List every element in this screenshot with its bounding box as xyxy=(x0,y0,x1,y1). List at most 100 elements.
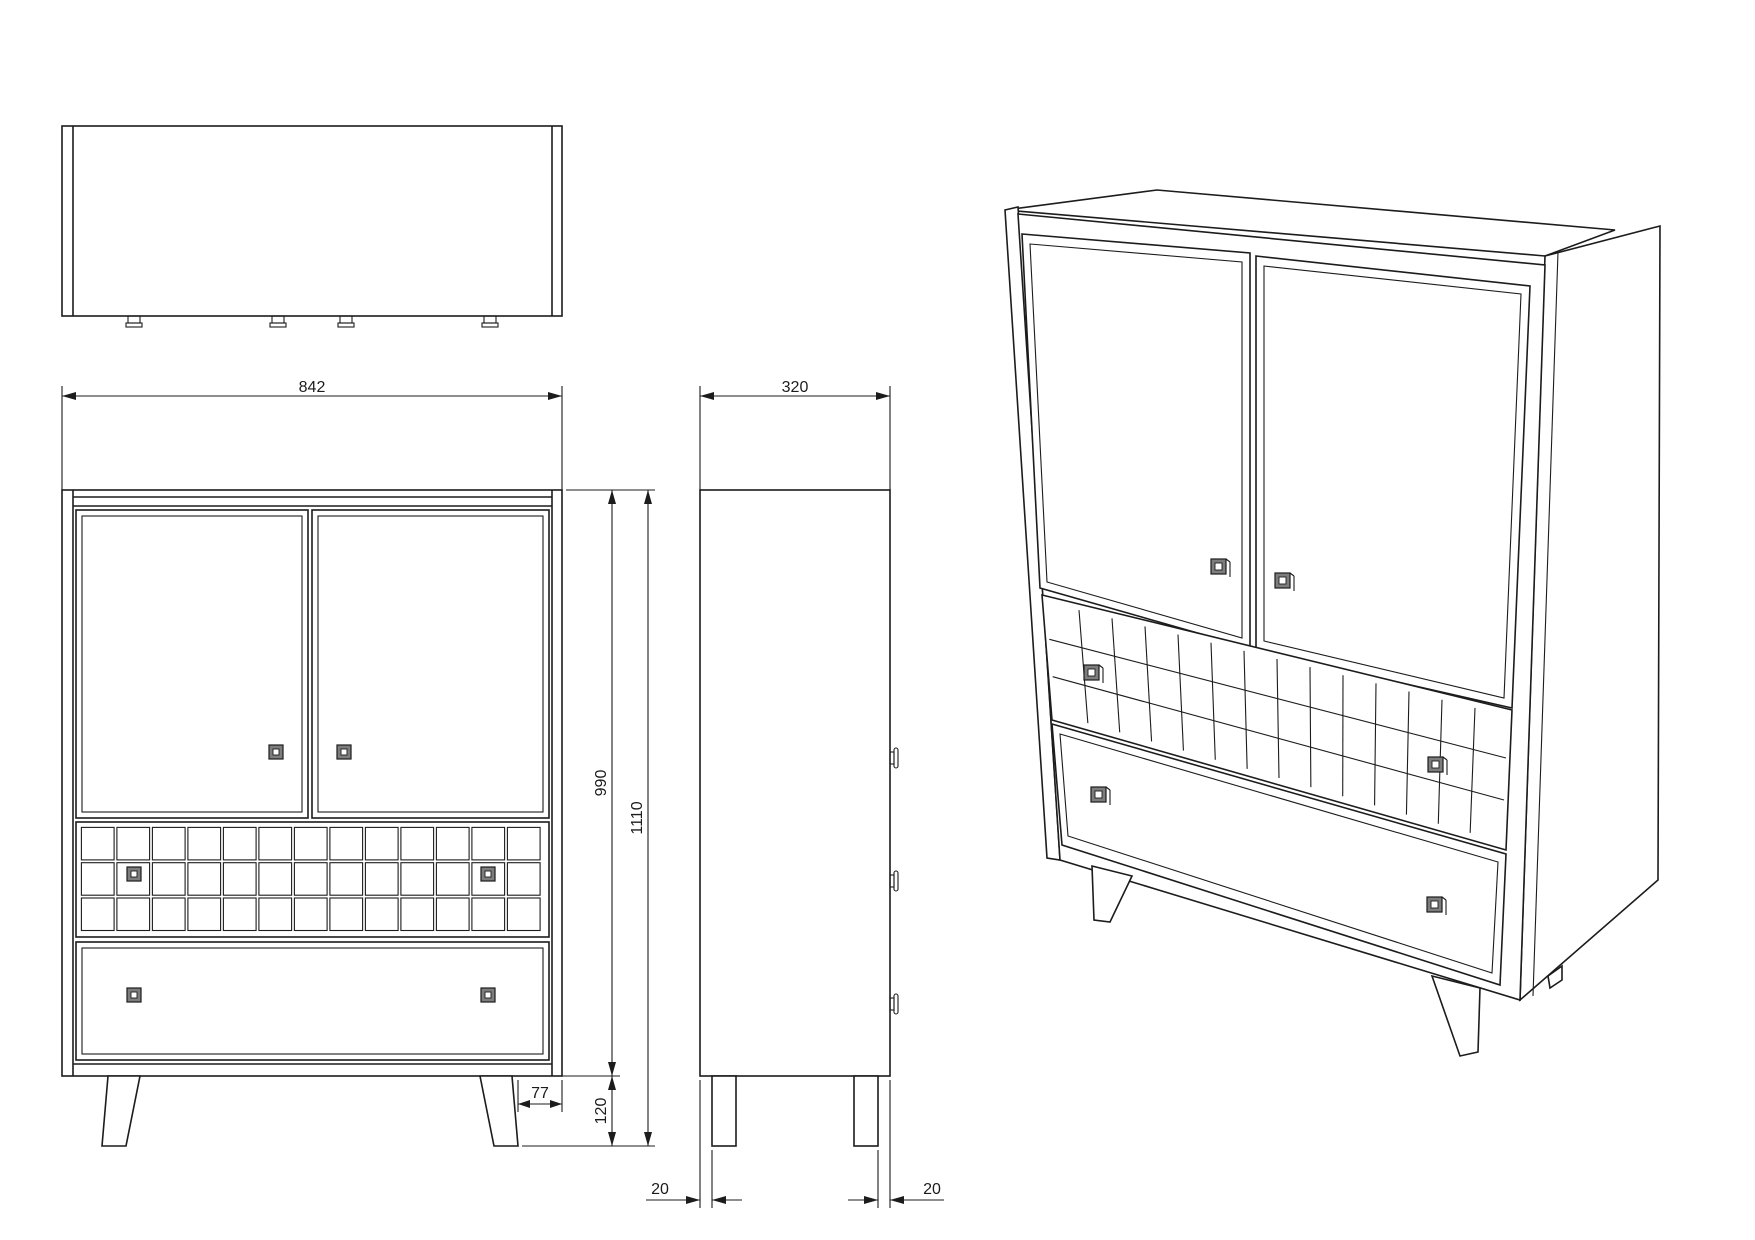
tile xyxy=(187,862,222,896)
knob-icon xyxy=(1083,664,1104,683)
tile xyxy=(329,862,364,896)
side-leg-right xyxy=(853,1075,879,1147)
dim-overall-height: 1110 xyxy=(629,801,646,834)
tile-divider xyxy=(1210,642,1216,760)
tile xyxy=(187,826,222,861)
persp-tile-panel xyxy=(1041,593,1513,852)
front-leg-right xyxy=(479,1075,519,1147)
tile-divider xyxy=(1049,638,1507,759)
dim-leg-offset-right: 20 xyxy=(923,1181,941,1198)
tile-divider xyxy=(1469,707,1476,833)
tile xyxy=(258,897,293,932)
side-panel xyxy=(699,489,891,1077)
tile xyxy=(435,897,470,932)
tile xyxy=(293,826,328,861)
tile xyxy=(80,826,115,861)
tile xyxy=(116,862,151,896)
persp-leg-front-left xyxy=(1091,864,1134,923)
dim-leg-inset: 77 xyxy=(531,1085,549,1102)
tile xyxy=(222,862,257,896)
tile xyxy=(329,897,364,932)
tile xyxy=(222,897,257,932)
tile-divider xyxy=(1177,634,1184,751)
tile-divider xyxy=(1405,691,1410,815)
dim-overall-width: 842 xyxy=(299,379,326,396)
tile xyxy=(506,826,541,861)
tile xyxy=(222,826,257,861)
dim-leg-height: 120 xyxy=(593,1098,610,1125)
tile xyxy=(400,826,435,861)
tile xyxy=(329,826,364,861)
left-door xyxy=(75,509,309,819)
tile xyxy=(471,862,506,896)
knob-icon xyxy=(126,866,142,882)
persp-top xyxy=(1004,189,1616,257)
tile xyxy=(151,826,186,861)
knob-icon xyxy=(1090,786,1111,805)
perspective-view xyxy=(1004,189,1661,1057)
dim-body-height: 990 xyxy=(593,770,610,797)
knob-icon xyxy=(1427,756,1448,775)
knob-icon xyxy=(336,744,352,760)
tile-divider xyxy=(1144,626,1153,742)
tile xyxy=(506,862,541,896)
tile xyxy=(116,897,151,932)
top-view-outline xyxy=(61,125,563,317)
persp-right-door xyxy=(1255,255,1531,709)
tile xyxy=(293,862,328,896)
dimension-lines: 842 320 990 1110 120 77 xyxy=(61,379,944,1208)
tile xyxy=(435,826,470,861)
tile xyxy=(400,862,435,896)
tile-divider xyxy=(1276,658,1280,779)
tile xyxy=(80,862,115,896)
dim-leg-offset-left: 20 xyxy=(651,1181,669,1198)
knob-icon xyxy=(1274,572,1295,591)
tile xyxy=(80,897,115,932)
top-view xyxy=(61,125,563,328)
persp-left-door xyxy=(1021,233,1251,650)
tile xyxy=(364,897,399,932)
tile xyxy=(151,897,186,932)
tile xyxy=(364,826,399,861)
side-leg-left xyxy=(711,1075,737,1147)
knob-icon xyxy=(480,987,496,1003)
persp-leg-back xyxy=(1547,964,1563,990)
persp-knobs xyxy=(1083,558,1448,915)
persp-drawer xyxy=(1051,722,1507,987)
tile-divider xyxy=(1111,618,1121,733)
tile-panel xyxy=(75,821,550,938)
tile xyxy=(435,862,470,896)
tile xyxy=(258,826,293,861)
tile-divider xyxy=(1309,667,1312,788)
tile xyxy=(187,897,222,932)
front-knobs xyxy=(126,744,496,1003)
persp-leg-front-right xyxy=(1430,974,1481,1057)
knob-icon xyxy=(126,987,142,1003)
drawer-front xyxy=(75,941,550,1061)
knob-icon xyxy=(1210,558,1231,577)
right-door xyxy=(311,509,550,819)
front-view xyxy=(61,489,563,1147)
tile xyxy=(364,862,399,896)
dim-depth: 320 xyxy=(782,379,809,396)
tile xyxy=(471,826,506,861)
front-leg-left xyxy=(101,1075,141,1147)
tile xyxy=(400,897,435,932)
tile-divider xyxy=(1243,650,1248,769)
tile xyxy=(151,862,186,896)
knob-icon xyxy=(480,866,496,882)
tile xyxy=(258,862,293,896)
tile-divider xyxy=(1052,676,1505,801)
tile xyxy=(471,897,506,932)
side-knobs xyxy=(889,747,899,1015)
tile xyxy=(293,897,328,932)
tile xyxy=(116,826,151,861)
tile-divider xyxy=(1374,683,1377,806)
knob-icon xyxy=(1426,896,1447,915)
side-view xyxy=(699,489,899,1147)
knob-icon xyxy=(268,744,284,760)
top-view-knobs xyxy=(125,315,499,328)
tile xyxy=(506,897,541,932)
tile-grid xyxy=(80,826,541,932)
